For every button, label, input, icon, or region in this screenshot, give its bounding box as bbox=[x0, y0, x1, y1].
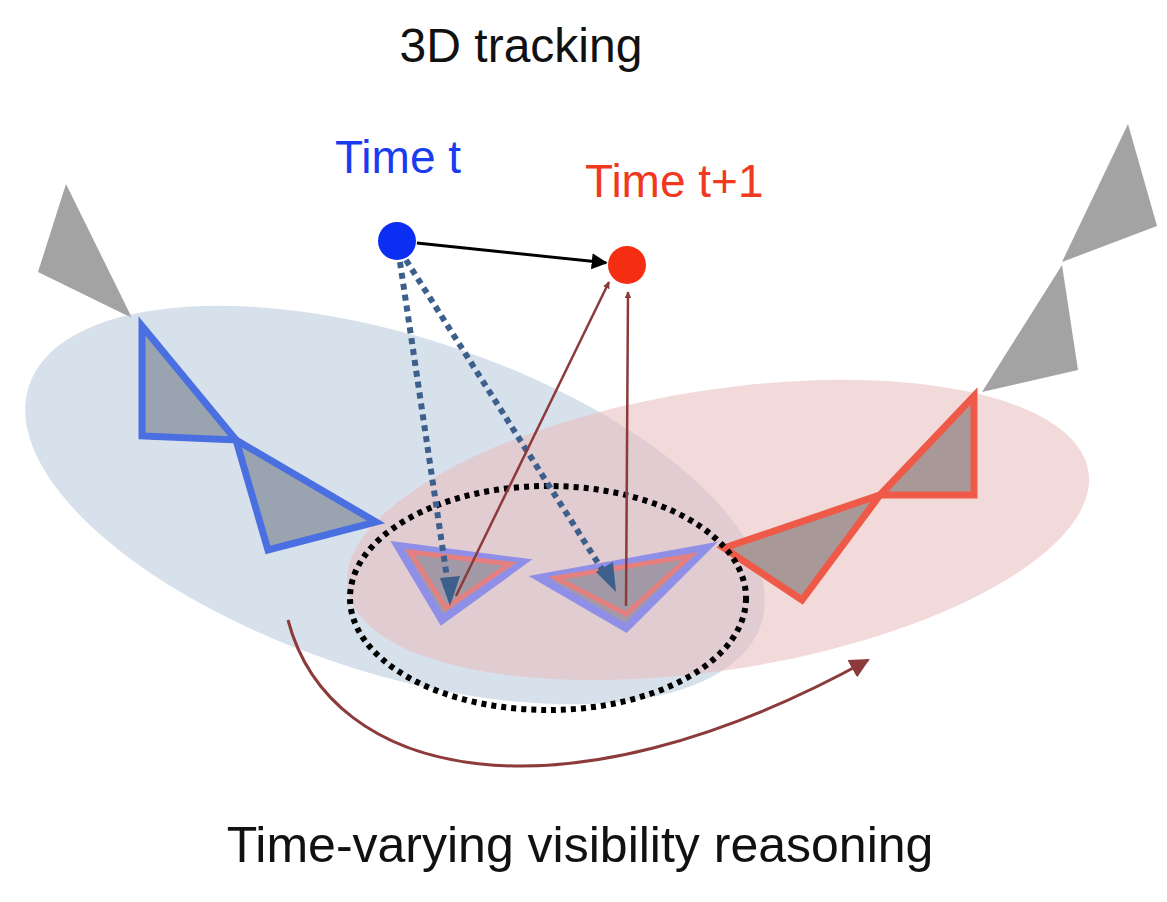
time-point: Time t+1 bbox=[608, 246, 646, 284]
shared-camera-inner bbox=[410, 552, 510, 608]
time-label: Time t bbox=[335, 132, 461, 183]
red-camera bbox=[724, 495, 880, 600]
triangulation-arrow bbox=[456, 282, 609, 596]
shared-view-ellipse bbox=[350, 486, 746, 710]
motion-arrow bbox=[417, 243, 606, 263]
projection-line bbox=[406, 260, 610, 582]
triangulation-arrow bbox=[626, 292, 628, 606]
time-label: Time t+1 bbox=[585, 156, 764, 207]
diagram-title: 3D tracking bbox=[400, 20, 643, 73]
caption-label: Time-varying visibility reasoning bbox=[227, 818, 934, 873]
projection-head bbox=[440, 576, 460, 606]
grey-camera bbox=[982, 265, 1078, 392]
time-point: Time t bbox=[378, 222, 416, 260]
shared-camera bbox=[540, 548, 706, 628]
visibility-transfer-arrow bbox=[288, 620, 868, 766]
blue-camera bbox=[236, 440, 376, 550]
blue-camera bbox=[142, 326, 236, 440]
shared-camera bbox=[398, 546, 522, 620]
projection-head bbox=[596, 562, 616, 592]
shared-camera-inner bbox=[556, 556, 690, 614]
visibility-region-t1 bbox=[326, 333, 1111, 727]
projection-line bbox=[400, 262, 450, 598]
red-camera bbox=[880, 396, 974, 495]
grey-camera bbox=[1062, 124, 1157, 262]
grey-camera bbox=[38, 184, 132, 318]
